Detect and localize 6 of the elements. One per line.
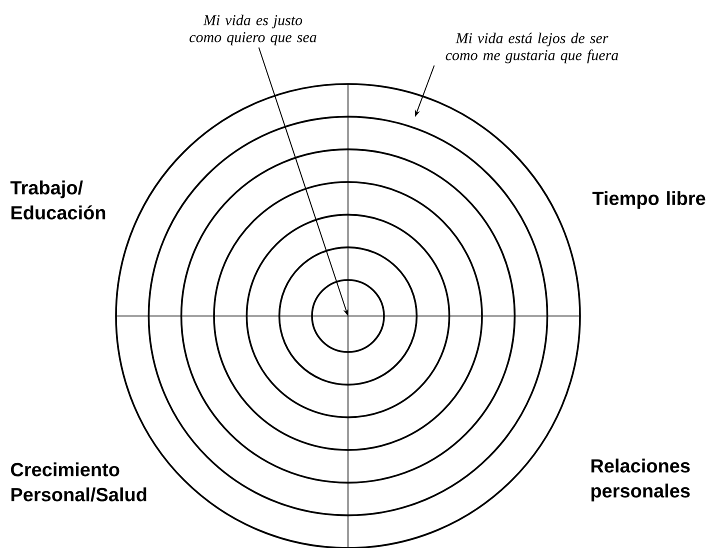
annotation-text: Mi vida está lejos de ser como me gustaria que fuera	[446, 32, 618, 64]
quadrant-label: Crecimiento Personal/Salud	[11, 462, 146, 502]
annotation-text: Mi vida es justo como quiero que sea	[190, 14, 316, 46]
quadrant-label: Trabajo/ Educación	[10, 180, 106, 220]
quadrant-label: Tiempo libre	[592, 191, 706, 209]
quadrant-label: Relaciones personales	[591, 458, 690, 502]
